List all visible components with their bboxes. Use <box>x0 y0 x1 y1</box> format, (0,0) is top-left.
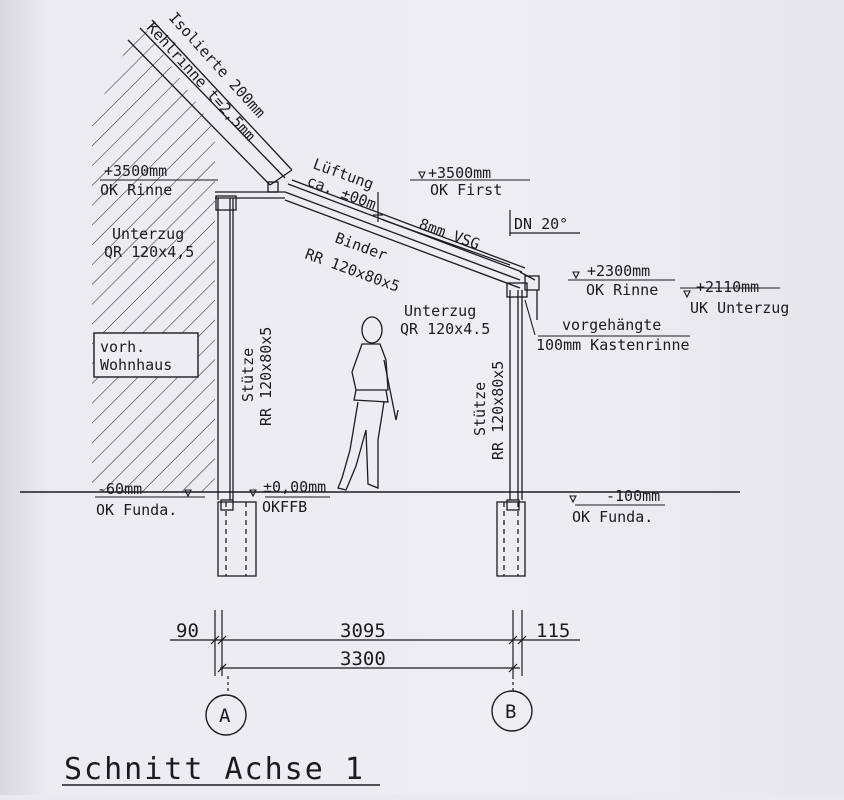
foundation-left <box>217 499 257 577</box>
label-vsg: 8mm VSG <box>417 215 483 254</box>
label-level-first: +3500mm <box>428 164 491 182</box>
level-triangles <box>184 171 691 504</box>
foundation-right <box>496 499 526 577</box>
label-qr-right: QR 120x4.5 <box>400 320 490 338</box>
label-wohnhaus-1: vorh. <box>100 338 145 356</box>
level-leaders <box>95 179 780 506</box>
label-ok-rinne-left: OK Rinne <box>100 181 172 199</box>
label-okffb: OKFFB <box>262 498 307 516</box>
label-level-fund-right: -100mm <box>606 487 660 505</box>
label-unterzug-right: Unterzug <box>404 302 476 320</box>
label-stuetze-right: Stütze <box>471 382 489 436</box>
label-ok-rinne-right: OK Rinne <box>586 281 658 299</box>
label-stuetze-left: Stütze <box>239 348 257 402</box>
ventilation-marker <box>373 192 511 266</box>
axis-b-label: B <box>505 701 516 723</box>
label-level-uk: +2110mm <box>696 278 759 296</box>
label-unterzug-left: Unterzug <box>112 225 184 243</box>
label-level-zero: ±0,00mm <box>263 478 326 496</box>
label-ok-fund-left: OK Funda. <box>96 501 177 519</box>
axis-a-circle <box>205 694 247 736</box>
label-dn: DN 20° <box>514 215 568 233</box>
label-level-left-top: +3500mm <box>104 162 167 180</box>
dim-total: 3300 <box>340 648 386 670</box>
label-stuetze-right-size: RR 120x80x5 <box>489 361 507 460</box>
dim-middle: 3095 <box>340 620 386 642</box>
dim-left: 90 <box>176 620 199 642</box>
label-wohnhaus-2: Wohnhaus <box>100 356 172 374</box>
axis-b-circle <box>491 690 533 732</box>
right-column <box>506 282 528 500</box>
label-ok-fund-right: OK Funda. <box>572 508 653 526</box>
dim-right: 115 <box>536 620 570 642</box>
label-ok-first: OK First <box>430 181 502 199</box>
axis-a-label: A <box>219 705 231 727</box>
label-level-fund-left: -60mm <box>97 480 142 498</box>
label-vorgehaengte: vorgehängte <box>562 316 661 334</box>
slope-marker <box>509 210 580 236</box>
house-label-box <box>93 332 199 378</box>
left-column <box>215 195 237 500</box>
label-kastenrinne: 100mm Kastenrinne <box>536 336 690 354</box>
label-level-rinne-right: +2300mm <box>587 262 650 280</box>
label-qr-left: QR 120x4,5 <box>104 243 194 261</box>
dimension-lines <box>170 610 580 692</box>
label-stuetze-left-size: RR 120x80x5 <box>257 327 275 426</box>
wall-gutter <box>215 181 285 199</box>
drawing-title: Schnitt Achse 1 <box>64 752 365 787</box>
person-figure <box>337 316 399 491</box>
house-roof-insulation <box>127 19 293 186</box>
label-uk-unterzug: UK Unterzug <box>690 299 789 317</box>
